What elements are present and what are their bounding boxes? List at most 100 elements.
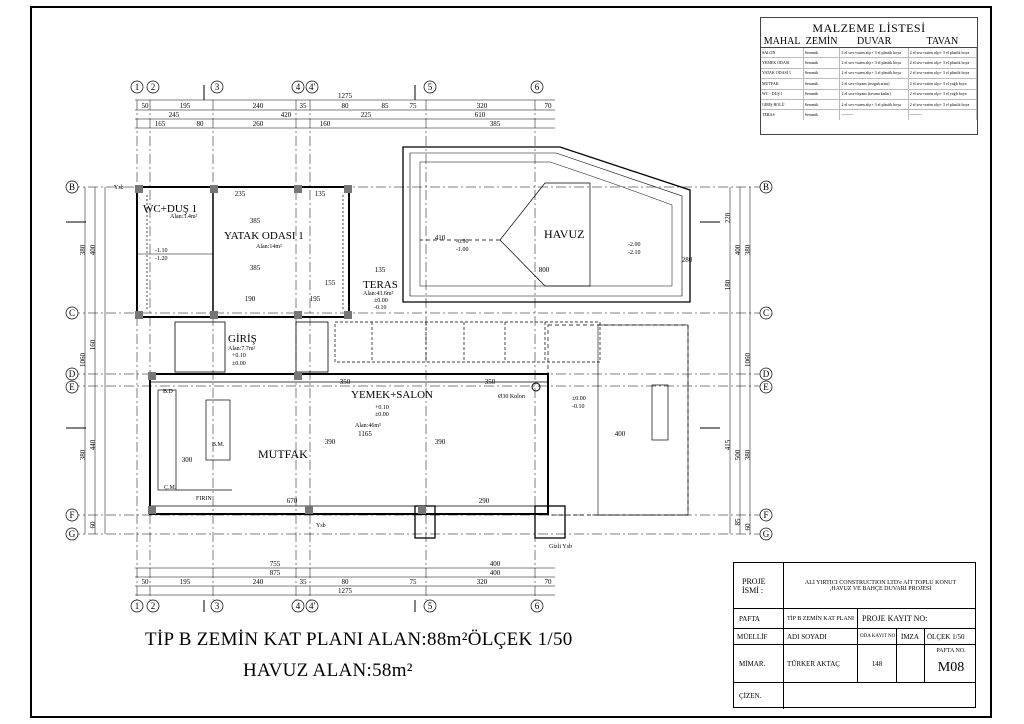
row-axis-C-right: C	[759, 306, 773, 320]
svg-text:2: 2	[151, 82, 156, 92]
svg-text:-1.00: -1.00	[456, 247, 469, 253]
svg-text:C: C	[69, 308, 75, 318]
architect-label: MİMAR.	[734, 645, 784, 682]
svg-text:80: 80	[342, 102, 350, 110]
room-terrace-name: TERAS	[363, 279, 398, 291]
column-axis-1: 1	[130, 80, 144, 94]
svg-text:85: 85	[734, 518, 742, 526]
svg-text:280: 280	[682, 256, 693, 264]
svg-text:160: 160	[320, 120, 331, 128]
svg-text:85: 85	[382, 102, 390, 110]
column-axis-5: 5	[423, 80, 437, 94]
svg-text:3: 3	[215, 82, 220, 92]
svg-text:385: 385	[250, 264, 261, 272]
svg-text:190: 190	[245, 295, 256, 303]
svg-text:75: 75	[410, 102, 418, 110]
svg-text:670: 670	[287, 497, 298, 505]
column-axis-1-bottom: 1	[130, 599, 144, 613]
svg-text:320: 320	[477, 102, 488, 110]
column-note: Ø30 Kolon	[498, 394, 525, 400]
svg-text:350: 350	[340, 378, 351, 386]
svg-text:180: 180	[724, 279, 732, 290]
registration-label: PROJE KAYIT NO:	[862, 614, 928, 623]
column-axis-2-bottom: 2	[146, 599, 160, 613]
svg-text:385: 385	[490, 120, 501, 128]
svg-text:225: 225	[361, 111, 372, 119]
svg-text:1: 1	[135, 82, 140, 92]
row-axis-D: D	[65, 367, 79, 381]
svg-text:B.D: B.D	[163, 389, 174, 395]
svg-text:35: 35	[300, 102, 308, 110]
main-block-wall	[149, 373, 549, 515]
svg-text:60: 60	[89, 521, 97, 529]
sheet-number: M08	[937, 660, 965, 675]
pool-outline	[402, 146, 691, 303]
svg-text:-1.10: -1.10	[155, 248, 168, 254]
svg-text:F: F	[69, 510, 74, 520]
svg-text:1165: 1165	[358, 430, 372, 438]
title-block: PROJE İSMİ : ALİ YIRTICI CONSTRUCTION LT…	[733, 562, 977, 709]
svg-text:5: 5	[428, 82, 433, 92]
svg-text:3: 3	[215, 601, 220, 611]
room-kitchen-name: MUTFAK	[258, 447, 308, 461]
svg-text:±0.00: ±0.00	[572, 396, 586, 402]
signature-header: İMZA	[897, 629, 925, 644]
svg-text:390: 390	[435, 438, 446, 446]
sheet-number-cell: PAFTA NO. M08	[925, 645, 977, 682]
svg-text:-0.10: -0.10	[572, 404, 585, 410]
svg-text:-2.10: -2.10	[628, 250, 641, 256]
svg-text:380: 380	[79, 244, 87, 255]
room-living-name: YEMEK+SALON	[351, 389, 433, 401]
column-axis-3: 3	[210, 80, 224, 94]
svg-text:755: 755	[270, 560, 281, 568]
svg-text:300: 300	[182, 456, 193, 464]
author-label: MÜELLİF	[734, 629, 784, 644]
svg-text:195: 195	[310, 295, 321, 303]
svg-text:C: C	[763, 308, 769, 318]
svg-text:420: 420	[281, 111, 292, 119]
svg-text:E: E	[69, 382, 75, 392]
svg-text:800: 800	[539, 266, 550, 274]
svg-text:875: 875	[270, 569, 281, 577]
svg-text:1275: 1275	[338, 587, 353, 595]
svg-text:260: 260	[253, 120, 264, 128]
drawing-title: TİP B ZEMİN KAT PLANI ALAN:88m²ÖLÇEK 1/5…	[145, 629, 573, 650]
svg-text:4': 4'	[309, 601, 316, 611]
chamber-no: 148	[858, 645, 897, 682]
svg-text:390: 390	[325, 438, 336, 446]
name-header: ADI SOYADI	[784, 629, 858, 644]
drawing-frame	[30, 6, 992, 718]
svg-text:610: 610	[475, 111, 486, 119]
svg-text:±0.00: ±0.00	[375, 412, 389, 418]
column-axis-4-bottom: 4	[291, 599, 305, 613]
row-axis-F: F	[65, 508, 79, 522]
svg-text:195: 195	[180, 102, 191, 110]
svg-text:B.M.: B.M.	[212, 442, 225, 448]
svg-text:195: 195	[180, 578, 191, 586]
svg-text:4: 4	[296, 601, 301, 611]
svg-text:440: 440	[89, 439, 97, 450]
svg-text:1060: 1060	[744, 353, 752, 368]
chamber-no-header: ODA KAYIT NO	[858, 629, 897, 644]
top-total-dim: 1275	[338, 92, 353, 100]
svg-text:290: 290	[479, 497, 490, 505]
svg-text:400: 400	[490, 569, 501, 577]
svg-text:6: 6	[535, 82, 540, 92]
sheet-number-label: PAFTA NO.	[936, 648, 966, 654]
svg-text:50: 50	[142, 102, 150, 110]
svg-text:1: 1	[135, 601, 140, 611]
project-label: PROJE İSMİ :	[734, 563, 784, 608]
svg-text:385: 385	[250, 217, 261, 225]
materials-table: MALZEME LİSTESİ MAHAL ZEMİN DUVAR TAVAN …	[760, 17, 978, 135]
svg-text:-0.10: -0.10	[374, 305, 387, 311]
svg-text:135: 135	[315, 190, 326, 198]
svg-text:G: G	[763, 529, 770, 539]
row-axis-E: E	[65, 380, 79, 394]
